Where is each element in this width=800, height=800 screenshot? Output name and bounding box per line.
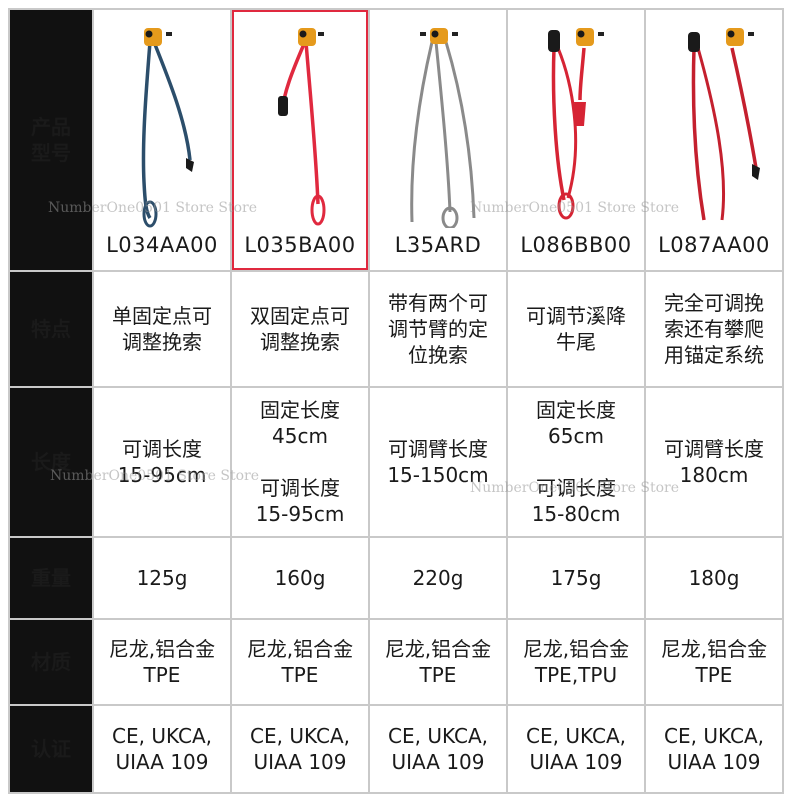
canyoning-cowstail-icon — [548, 28, 604, 220]
cell-length-0: 可调长度 15-95cm — [92, 386, 232, 538]
weight-text-2: 220g — [412, 566, 464, 590]
row-feature: 特点 单固定点可 调整挽索 双固定点可 调整挽索 带有两个可 调节臂的定 位挽索… — [8, 270, 784, 388]
cell-feature-2: 带有两个可 调节臂的定 位挽索 — [368, 270, 508, 388]
weight-text-4: 180g — [688, 566, 740, 590]
label-feature: 特点 — [8, 270, 94, 388]
two-arm-positioning-lanyard-icon — [410, 28, 476, 228]
cell-model-0[interactable]: L034AA00 — [92, 8, 232, 272]
double-leg-adjustable-lanyard-icon — [278, 28, 326, 226]
label-material: 材质 — [8, 618, 94, 706]
cell-cert-2: CE, UKCA, UIAA 109 — [368, 704, 508, 794]
fully-adjustable-lanyard-icon — [688, 28, 760, 221]
cell-weight-2: 220g — [368, 536, 508, 620]
model-number-4: L087AA00 — [658, 233, 770, 257]
cell-material-3: 尼龙,铝合金 TPE,TPU — [506, 618, 646, 706]
feature-text-4: 完全可调挽 索还有攀爬 用锚定系统 — [664, 291, 764, 367]
material-text-0: 尼龙,铝合金 TPE — [108, 637, 216, 687]
label-model: 产品 型号 — [8, 8, 94, 272]
cell-model-4[interactable]: L087AA00 — [644, 8, 784, 272]
label-weight-text: 重量 — [31, 566, 71, 590]
feature-text-3: 可调节溪降 牛尾 — [526, 304, 626, 354]
label-material-text: 材质 — [31, 650, 71, 674]
cell-weight-3: 175g — [506, 536, 646, 620]
label-model-text: 产品 型号 — [31, 115, 71, 165]
row-length: 长度 可调长度 15-95cm 固定长度 45cm 可调长度 15-95cm 可… — [8, 386, 784, 538]
cell-feature-0: 单固定点可 调整挽索 — [92, 270, 232, 388]
cell-model-3[interactable]: L086BB00 — [506, 8, 646, 272]
cert-text-2: CE, UKCA, UIAA 109 — [388, 724, 488, 774]
label-length-text: 长度 — [31, 450, 71, 474]
length-b-1: 可调长度 15-95cm — [255, 476, 345, 526]
cell-material-4: 尼龙,铝合金 TPE — [644, 618, 784, 706]
length-b-3: 可调长度 15-80cm — [531, 476, 621, 526]
cell-length-2: 可调臂长度 15-150cm — [368, 386, 508, 538]
row-cert: 认证 CE, UKCA, UIAA 109 CE, UKCA, UIAA 109… — [8, 704, 784, 794]
cell-model-1[interactable]: L035BA00 — [230, 8, 370, 272]
model-number-3: L086BB00 — [520, 233, 632, 257]
cell-weight-0: 125g — [92, 536, 232, 620]
cell-cert-0: CE, UKCA, UIAA 109 — [92, 704, 232, 794]
cell-length-1: 固定长度 45cm 可调长度 15-95cm — [230, 386, 370, 538]
cell-material-2: 尼龙,铝合金 TPE — [368, 618, 508, 706]
row-weight: 重量 125g 160g 220g 175g 180g — [8, 536, 784, 620]
single-leg-adjustable-lanyard-icon — [141, 28, 194, 228]
material-text-2: 尼龙,铝合金 TPE — [384, 637, 492, 687]
cell-cert-3: CE, UKCA, UIAA 109 — [506, 704, 646, 794]
cell-material-0: 尼龙,铝合金 TPE — [92, 618, 232, 706]
material-text-3: 尼龙,铝合金 TPE,TPU — [522, 637, 630, 687]
length-a-1: 固定长度 45cm — [260, 398, 340, 448]
length-gap-3 — [512, 449, 640, 475]
cell-feature-3: 可调节溪降 牛尾 — [506, 270, 646, 388]
label-cert-text: 认证 — [31, 737, 71, 761]
cell-cert-4: CE, UKCA, UIAA 109 — [644, 704, 784, 794]
cell-material-1: 尼龙,铝合金 TPE — [230, 618, 370, 706]
cell-feature-4: 完全可调挽 索还有攀爬 用锚定系统 — [644, 270, 784, 388]
weight-text-1: 160g — [274, 566, 326, 590]
label-cert: 认证 — [8, 704, 94, 794]
length-a-3: 固定长度 65cm — [536, 398, 616, 448]
cell-weight-1: 160g — [230, 536, 370, 620]
cell-model-2[interactable]: L35ARD — [368, 8, 508, 272]
cell-length-4: 可调臂长度 180cm — [644, 386, 784, 538]
length-a-2: 可调臂长度 15-150cm — [387, 437, 489, 487]
weight-text-0: 125g — [136, 566, 188, 590]
cell-cert-1: CE, UKCA, UIAA 109 — [230, 704, 370, 794]
feature-text-2: 带有两个可 调节臂的定 位挽索 — [388, 291, 488, 367]
cert-text-1: CE, UKCA, UIAA 109 — [250, 724, 350, 774]
row-material: 材质 尼龙,铝合金 TPE 尼龙,铝合金 TPE 尼龙,铝合金 TPE 尼龙,铝… — [8, 618, 784, 706]
model-number-1: L035BA00 — [244, 233, 356, 257]
cell-weight-4: 180g — [644, 536, 784, 620]
cert-text-4: CE, UKCA, UIAA 109 — [664, 724, 764, 774]
label-weight: 重量 — [8, 536, 94, 620]
spec-table: 产品 型号 L034AA00 — [8, 8, 784, 794]
weight-text-3: 175g — [550, 566, 602, 590]
cell-feature-1: 双固定点可 调整挽索 — [230, 270, 370, 388]
material-text-1: 尼龙,铝合金 TPE — [246, 637, 354, 687]
length-gap-1 — [236, 449, 364, 475]
cert-text-0: CE, UKCA, UIAA 109 — [112, 724, 212, 774]
model-number-2: L35ARD — [394, 233, 482, 257]
label-length: 长度 — [8, 386, 94, 538]
cert-text-3: CE, UKCA, UIAA 109 — [526, 724, 626, 774]
row-model: 产品 型号 L034AA00 — [8, 8, 784, 272]
feature-text-1: 双固定点可 调整挽索 — [250, 304, 350, 354]
feature-text-0: 单固定点可 调整挽索 — [112, 304, 212, 354]
cell-length-3: 固定长度 65cm 可调长度 15-80cm — [506, 386, 646, 538]
model-number-0: L034AA00 — [106, 233, 218, 257]
material-text-4: 尼龙,铝合金 TPE — [660, 637, 768, 687]
label-feature-text: 特点 — [31, 317, 71, 341]
length-a-4: 可调臂长度 180cm — [664, 437, 764, 487]
length-a-0: 可调长度 15-95cm — [117, 437, 207, 487]
